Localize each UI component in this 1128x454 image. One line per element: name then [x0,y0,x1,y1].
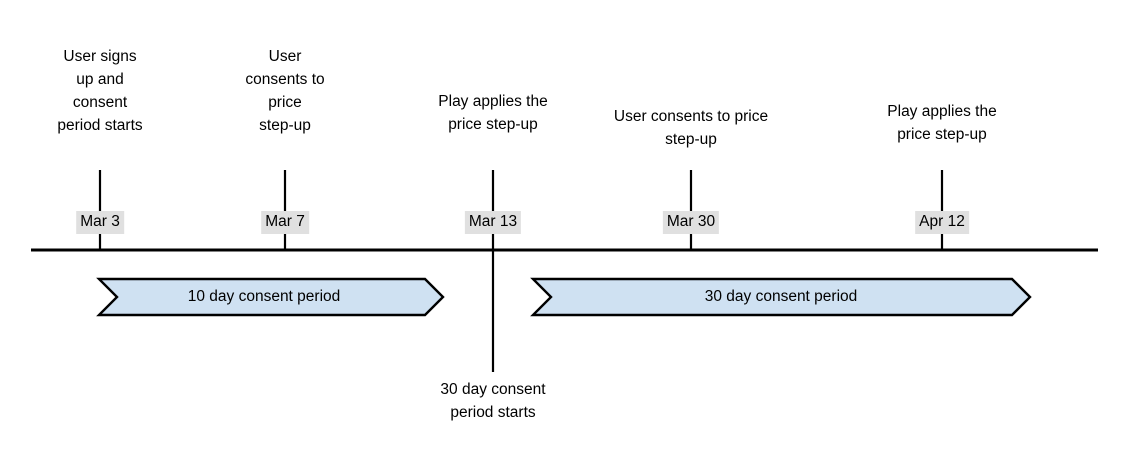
date-chip-mar-30: Mar 30 [662,211,720,234]
date-chip-apr-12: Apr 12 [915,211,969,234]
event-label-mar-30: User consents to price step-up [613,108,769,148]
event-label-mar-13: Play applies the price step-up [438,93,548,133]
band-label-10-day: 10 day consent period [187,288,341,305]
event-tick-group [98,170,944,250]
band-shape-10-day [96,277,445,317]
event-label-mar-3: User signs up and consent period starts [57,48,143,134]
date-chip-mar-7: Mar 7 [261,211,309,234]
band-label-30-day: 30 day consent period [704,288,858,305]
event-label-mar-7: User consents to price step-up [245,48,325,134]
annotation-label-30-day-start: 30 day consent period starts [440,381,546,421]
date-chip-mar-3: Mar 3 [76,211,124,234]
band-shape-30-day [530,277,1032,317]
date-chip-mar-13: Mar 13 [464,211,522,234]
event-label-apr-12: Play applies the price step-up [887,103,997,143]
